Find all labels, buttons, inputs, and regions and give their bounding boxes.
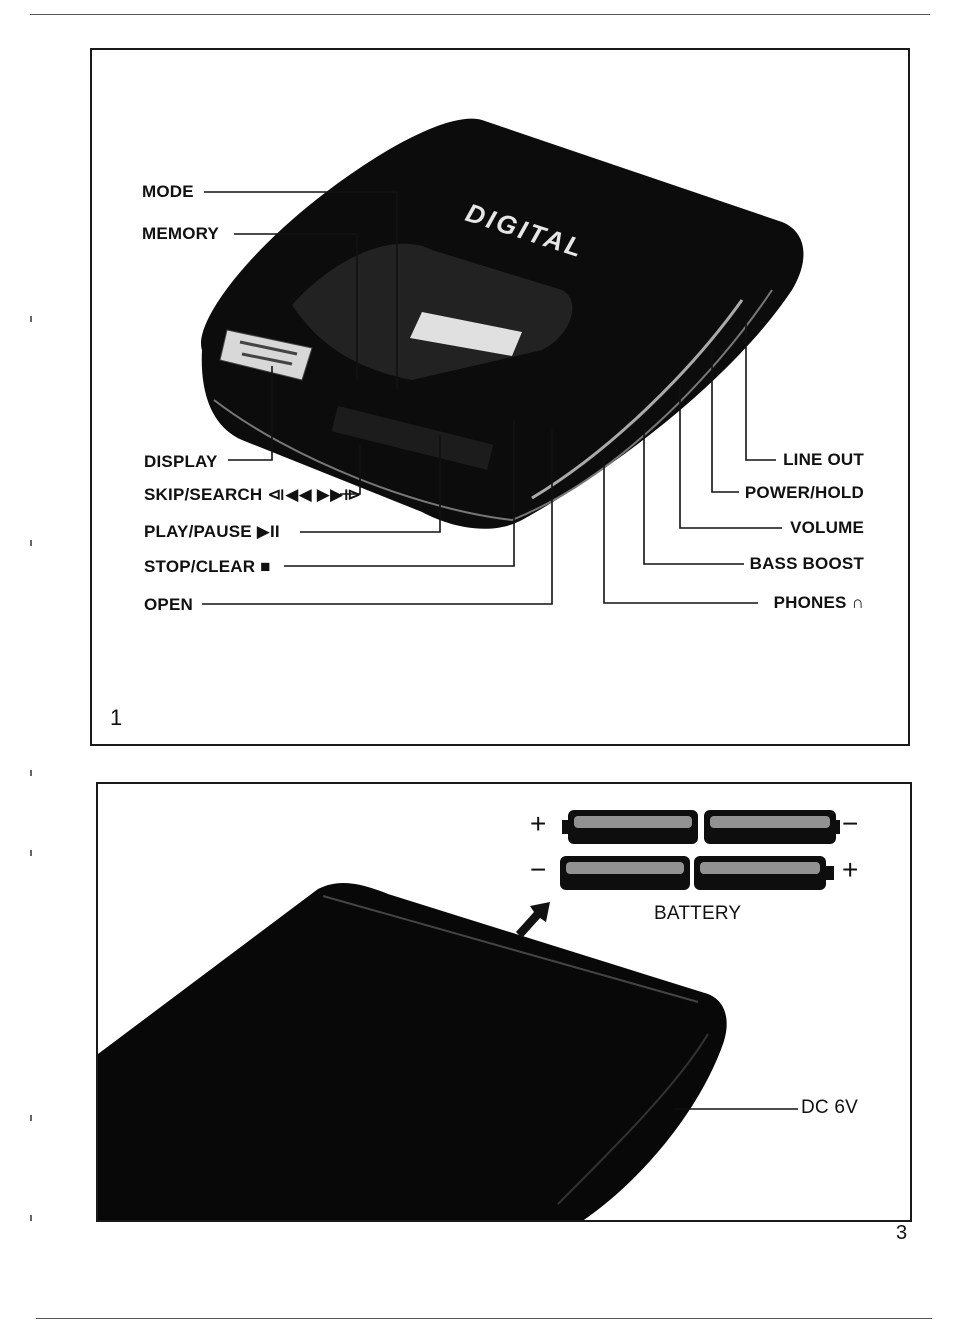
polarity-plus-top: + [530,808,547,839]
label-skip-search: SKIP/SEARCH ⧏◀◀ ▶▶⧐ [144,485,362,504]
label-bass-boost: BASS BOOST [749,554,864,573]
label-play-pause: PLAY/PAUSE ▶II [144,522,280,541]
insert-arrow-icon [516,902,550,938]
polarity-minus-top: − [842,808,859,839]
figure-1-panel: DIGITAL MODE MEMORY DISPLAY SKIP/SEARCH … [90,48,910,746]
label-dc-6v: DC 6V [801,1097,858,1118]
label-open: OPEN [144,595,193,614]
label-memory: MEMORY [142,224,220,243]
cd-player-illustration: DIGITAL [201,118,804,605]
bottom-rule [36,1318,932,1319]
label-line-out: LINE OUT [783,450,864,469]
scan-speck [30,1215,32,1221]
battery-compartment-illustration [98,810,840,1220]
polarity-minus-bottom: − [530,854,547,885]
label-stop-clear: STOP/CLEAR ■ [144,557,271,576]
figure-2-panel: + − − + BATTERY DC 6V [96,782,912,1222]
figure-number: 1 [110,705,123,730]
cd-player-underside [98,883,727,1220]
top-rule [30,14,930,15]
disc-window [410,312,522,356]
page-number: 3 [896,1222,908,1244]
scan-speck [30,770,32,776]
polarity-plus-bottom: + [842,854,859,885]
battery-row-bottom [560,856,834,890]
label-volume: VOLUME [790,518,864,537]
label-mode: MODE [142,182,194,201]
right-leader-lines [603,320,782,604]
scan-speck [30,1115,32,1121]
left-leader-lines [202,191,553,605]
button-strip [331,406,494,470]
battery-row-top [562,810,840,844]
scan-speck [30,540,32,546]
scan-speck [30,316,32,322]
label-power-hold: POWER/HOLD [744,483,864,502]
label-display: DISPLAY [144,452,218,471]
scan-speck [30,850,32,856]
label-battery: BATTERY [654,903,742,924]
label-phones: PHONES ∩ [773,593,864,612]
